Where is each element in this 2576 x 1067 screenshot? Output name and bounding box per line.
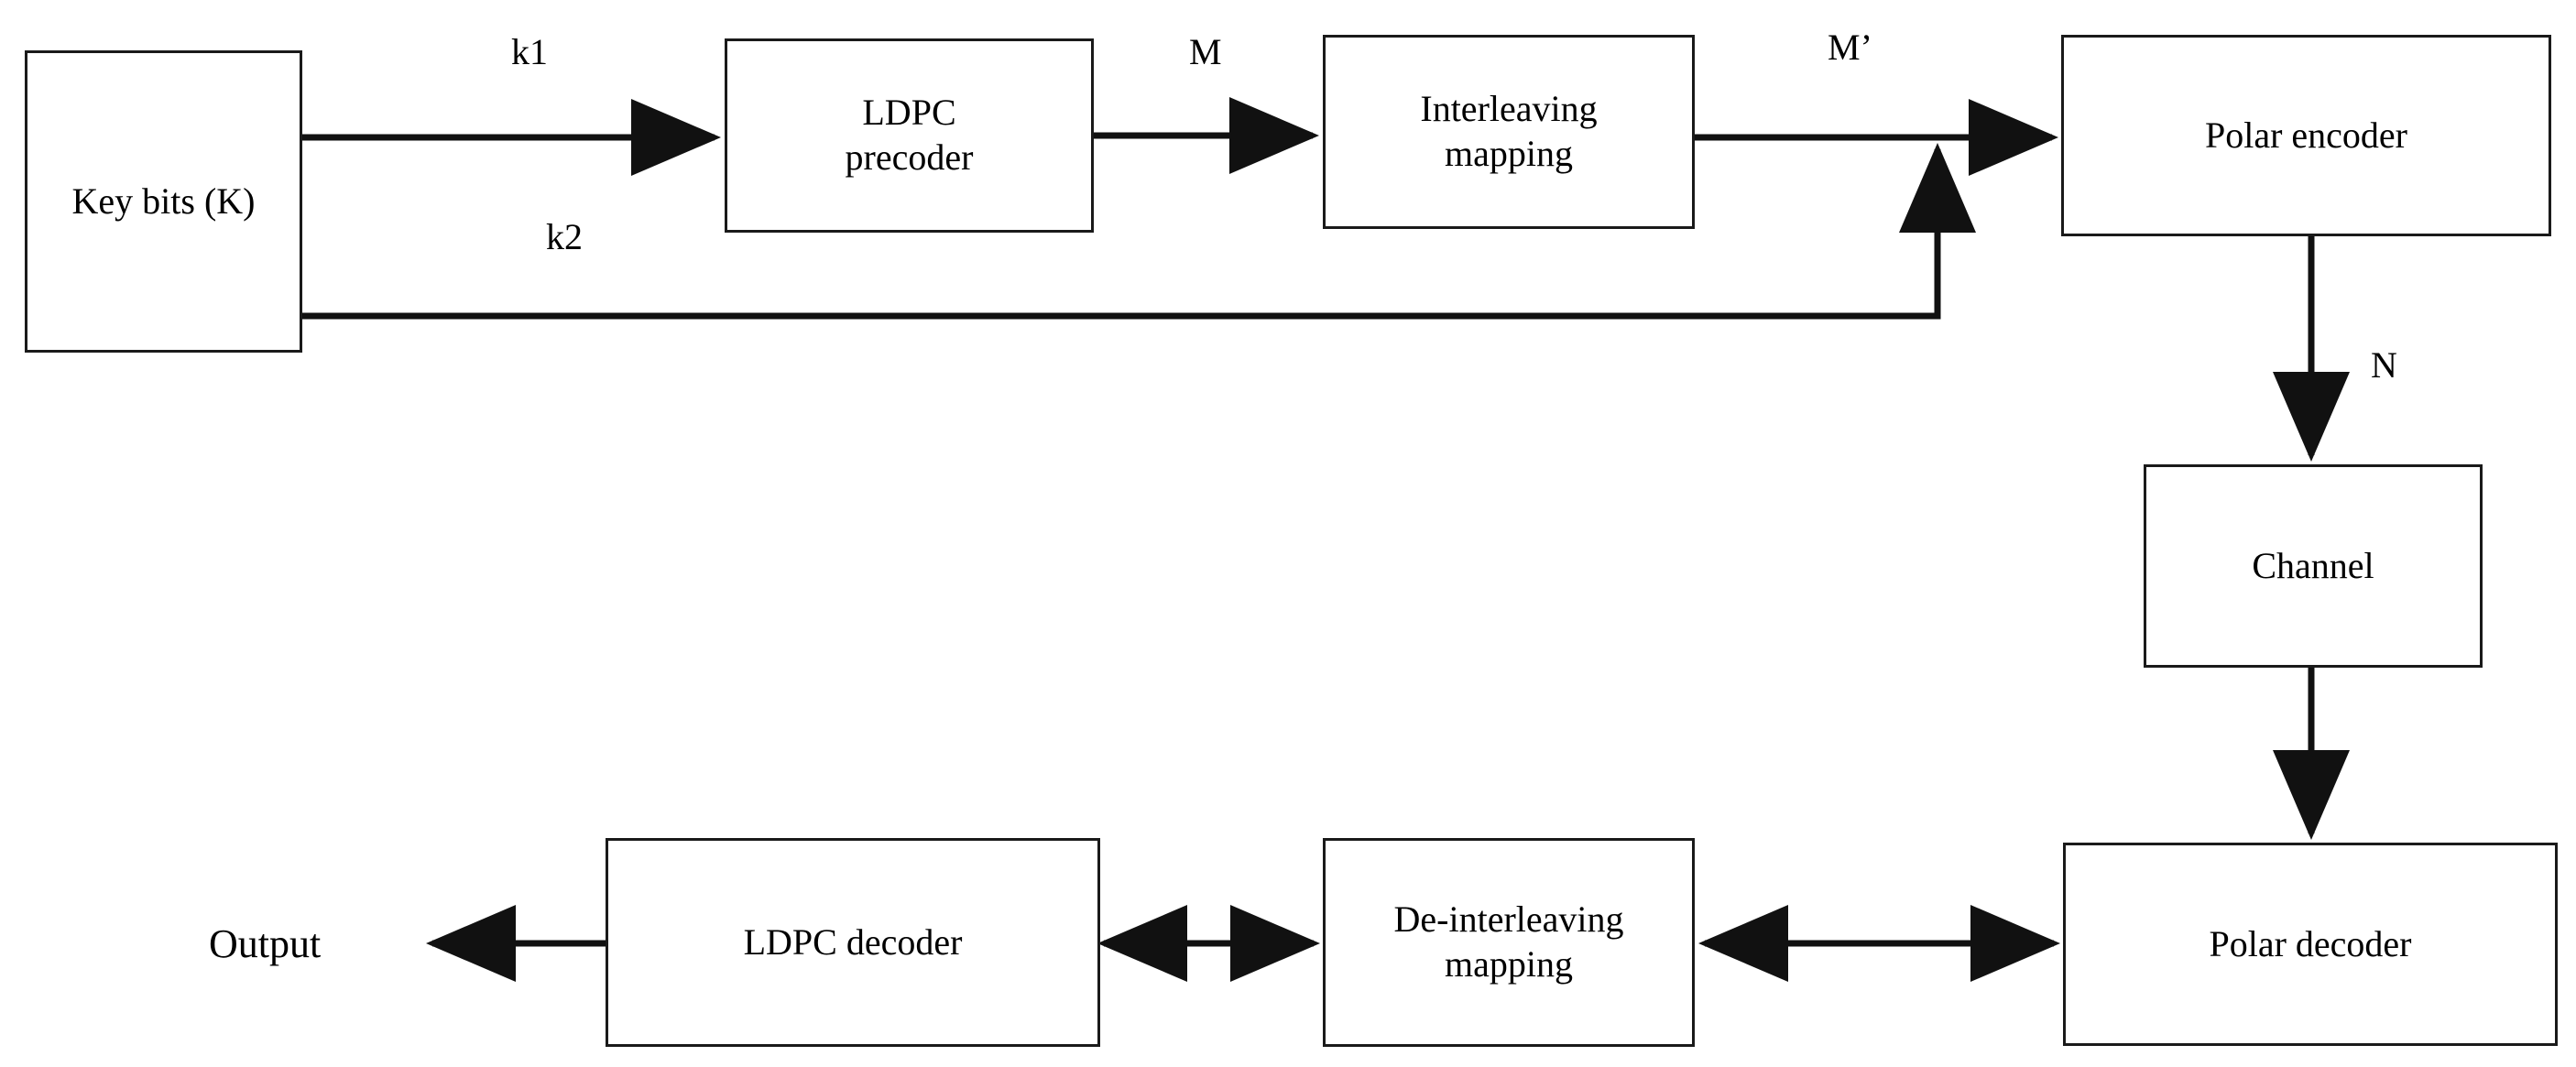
node-polar-decoder-label: Polar decoder [2209,922,2412,964]
node-polar-encoder-label: Polar encoder [2204,114,2407,156]
node-ldpc-decoder[interactable]: LDPC decoder [606,838,1100,1047]
edge-label-k2: k2 [546,215,583,258]
edge-label-n-text: N [2371,344,2397,386]
edge-key-to-merge [302,143,1976,320]
node-ldpc-decoder-label: LDPC decoder [743,920,963,963]
node-polar-decoder[interactable]: Polar decoder [2063,843,2558,1046]
edge-label-n: N [2371,343,2397,387]
output-label-text: Output [209,921,322,966]
edge-label-k1-text: k1 [511,31,548,72]
node-polar-encoder[interactable]: Polar encoder [2061,35,2551,236]
edge-label-k1: k1 [511,30,548,73]
node-channel-label: Channel [2252,544,2374,586]
edge-label-k2-text: k2 [546,216,583,257]
edge-label-m-prime: M’ [1828,26,1872,69]
node-key-bits[interactable]: Key bits (K) [25,50,302,353]
edge-label-m-text: M [1189,31,1222,72]
edge-label-m: M [1189,30,1222,73]
edge-label-m-prime-text: M’ [1828,27,1872,68]
node-key-bits-label: Key bits (K) [71,180,256,222]
node-channel[interactable]: Channel [2144,464,2483,668]
output-label: Output [209,920,321,967]
